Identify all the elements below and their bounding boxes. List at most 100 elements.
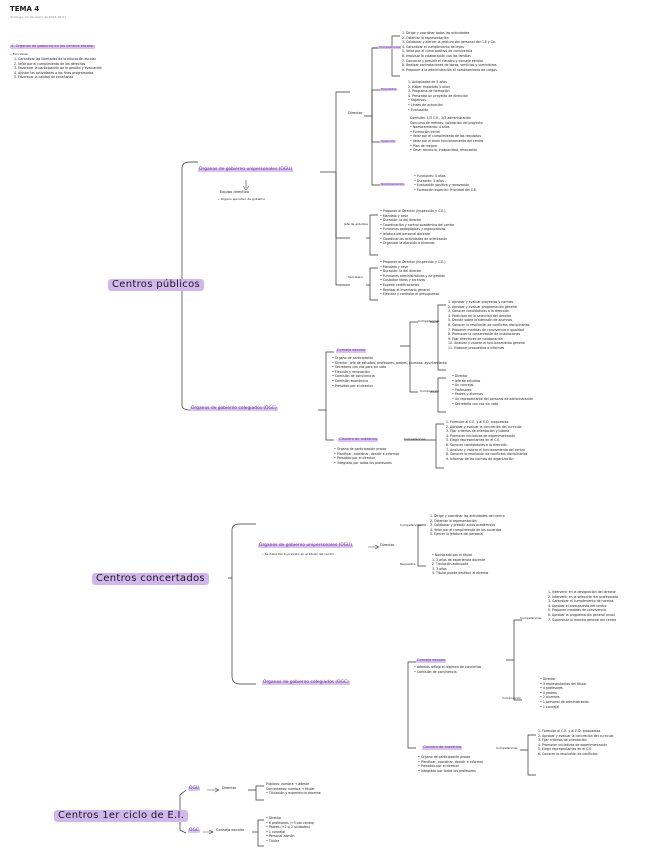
list-item: 5. Elegir representantes en el C.E. <box>538 747 593 752</box>
publicos-consejo: Consejo escolar <box>336 348 367 353</box>
list-item: 3. Conocer candidaturas a la dirección <box>448 309 510 314</box>
list-item: • Padres (+2 si 2 unidades) <box>266 825 310 830</box>
list-item: • 1 concejal <box>266 829 286 834</box>
list-item: • Comisión económica <box>332 378 368 383</box>
list-item: • 6 profesores (+3 por centro) <box>266 820 315 825</box>
list-item: 5. Velar por el clima positivo de conviv… <box>402 49 473 54</box>
list-item: 2. Velar por el cumplimiento de los dere… <box>14 61 86 66</box>
list-item: 4. Promover iniciativas de experimentaci… <box>538 742 608 747</box>
list-item: • Evaluación <box>408 107 429 112</box>
centros-concertados-title: Centros concertados <box>92 573 209 585</box>
list-item: 1. 3 años de experiencia docente <box>432 557 486 562</box>
list-item: • Mandato y cese <box>380 213 409 218</box>
list-item: • 2 alumnos <box>540 695 560 700</box>
list-item: 1. Aprobar y evaluar proyectos y normas <box>448 300 514 304</box>
list-item: • Secretario con voz sin voto <box>452 401 499 406</box>
list-item: • Ejecutar y controlar el presupuesto <box>380 292 439 297</box>
jefe-estudios-label: Jefe de estudios <box>344 222 368 226</box>
list-item: • Planificar, coordinar, decidir e infor… <box>418 759 484 764</box>
list-item: • Realizar el inventario general <box>380 287 430 292</box>
list-item: • Director <box>540 677 556 681</box>
list-item: 3. Garantizar el cumplimiento de normas <box>548 599 614 604</box>
primer-ciclo-ogu: OGU <box>188 786 201 792</box>
list-item: • Personal admón <box>266 834 295 839</box>
claustro-comp-label: Competencias <box>404 437 426 441</box>
list-item: 5. Proponer medidas de convivencia <box>548 608 606 613</box>
funciones-list: 1. Garantizar las libertades de la educa… <box>14 57 102 80</box>
list-item: • Titulación y experiencia docente <box>266 791 321 796</box>
list-item: Comisión: 1/3 C.E., 2/3 administración <box>410 116 472 120</box>
consejo-comp-label: Competencias <box>418 319 440 323</box>
publicos-ogu: Órganos de gobierno unipersonales (OGU) <box>198 167 294 173</box>
conc-consejo-list: • Además refleja el régimen de concierto… <box>414 665 481 674</box>
list-item: 3. Colaborar y ejercer la jefatura del p… <box>402 40 496 45</box>
list-item: 4. Aprobar el presupuesto del centro <box>548 603 607 608</box>
list-item: • Integrado por todos los profesores <box>418 768 476 773</box>
conc-consejo-comp-list: 1. Intervenir en la designación del dire… <box>548 590 618 622</box>
list-item: 9. Proponer a la administración el nombr… <box>402 67 497 72</box>
list-item: • Velar por el cumplimiento de los requi… <box>410 134 482 139</box>
list-item: • Comisión de convivencia <box>332 374 375 379</box>
list-item: 7. Convocar y presidir el claustro y con… <box>402 58 484 63</box>
concertados-ogu-note: • Se debe dar lo previsto en el titular … <box>262 552 334 556</box>
list-item: • Duración: la del director <box>380 269 422 274</box>
list-item: 2. Aprobar y evaluar la concreción del c… <box>446 424 522 429</box>
publicos-ogc: Órganos de gobierno colegiados (OGC) <box>190 406 278 412</box>
list-item: • Nombramiento: 4 años <box>410 125 450 130</box>
centros-publicos-title: Centros públicos <box>108 279 205 291</box>
nombramiento-label: Nombramiento <box>380 182 405 186</box>
list-item: • Nombrado por el titular <box>432 553 473 557</box>
claustro-comp-list: 1. Formular al C.E. y al E.D. propuestas… <box>446 420 527 461</box>
list-item: 4. Velar por el cumplimiento de los acue… <box>430 527 502 532</box>
list-item: 5. Elegir representantes en el C.E. <box>446 438 501 443</box>
conc-director-comp-list: 1. Dirigir y coordinar las actividades d… <box>430 514 505 537</box>
list-item: • Proponer al Director (Inspección y C.E… <box>380 209 446 213</box>
director-comp-label: Competencias <box>378 45 402 49</box>
list-item: 3. 3 años <box>432 566 447 571</box>
list-item: 1. Antigüedad de 5 años <box>408 80 448 84</box>
list-item: • Jefatura del personal docente <box>380 231 430 236</box>
conc-requisitos-list: • Nombrado por el titular 1. 3 años de e… <box>432 553 489 576</box>
list-item: • 4 profesores <box>540 686 563 691</box>
primer-ciclo-ogc: OGC <box>188 828 200 834</box>
primer-ciclo-director-list: Públicos: nombra → admón Concertados: no… <box>266 782 321 796</box>
publicos-claustro-list: • Órgano de participación propio • Plani… <box>334 447 399 465</box>
list-item: 1. Intervenir en la designación del dire… <box>548 590 616 594</box>
nombramiento-list: • Funciones: 4 años • Duración: 4 años •… <box>414 174 477 192</box>
list-item: • Órgano de participación <box>332 356 374 360</box>
funciones-label: • Funciones: <box>10 52 29 56</box>
jefe-estudios-list: • Proponer al Director (Inspección y C.E… <box>380 209 454 246</box>
list-item: • Además refleja el régimen de concierto… <box>414 665 482 669</box>
page-title: TEMA 4 <box>10 5 40 13</box>
list-item: 4. Participar en la selección del direct… <box>448 313 512 318</box>
list-item: 11. Elaborar propuestas e informes <box>448 345 505 350</box>
list-item: • Presidido por el director <box>332 383 373 388</box>
list-item: 3. Favorecer la participación de la gest… <box>14 66 102 71</box>
list-item: • Planificar, coordinar, decidir e infor… <box>334 451 400 456</box>
consejo-comp-list: 1. Aprobar y evaluar proyectos y normas … <box>448 300 529 351</box>
list-item: 8. Promover la conservación de instalaci… <box>448 332 521 337</box>
list-item: 4. Garantizar el cumplimiento de leyes <box>402 44 464 49</box>
list-item: 2. Ostentar la representación <box>402 35 449 40</box>
list-item: • Formación especial: Prioridad del C.E. <box>414 187 478 192</box>
list-item: 6. Conocer la resolución de conflictos <box>538 751 598 756</box>
list-item: 2. Ostentar la representación <box>430 518 477 523</box>
list-item: • Integrado por todos los profesores <box>334 460 392 465</box>
list-item: • Cese: renuncia, incapacidad, revocació… <box>410 148 478 153</box>
list-item: • Titular <box>266 838 280 843</box>
list-item: 4. Titular puede destituir al director <box>432 571 489 576</box>
equipo-directivo: Equipo directivo <box>220 190 250 194</box>
list-item: • Presidido por el director <box>418 764 459 769</box>
list-item: • Funciones pedagógicas y organizativas <box>380 227 446 232</box>
list-item: 8. Conocer la resolución de conflictos d… <box>446 452 528 457</box>
centros-primer-ciclo-title: Centros 1er ciclo de E.I. <box>54 810 189 822</box>
conc-director-comp-label: Competencias <box>400 523 422 527</box>
list-item: 8. Realizar contrataciones de obras, ser… <box>402 63 497 68</box>
conc-requisitos-label: Requisitos <box>400 562 416 566</box>
list-item: 4. Ajustar las actividades a los fines p… <box>14 70 94 75</box>
list-item: 6. Aprobar la programación general anual <box>548 612 615 617</box>
list-item: • Director <box>452 374 468 378</box>
list-item: 5. Decidir sobre la admisión de alumnos <box>448 318 513 323</box>
list-item: 6. Conocer la resolución de conflictos d… <box>448 322 530 327</box>
list-item: • Formación inicial <box>410 129 440 134</box>
